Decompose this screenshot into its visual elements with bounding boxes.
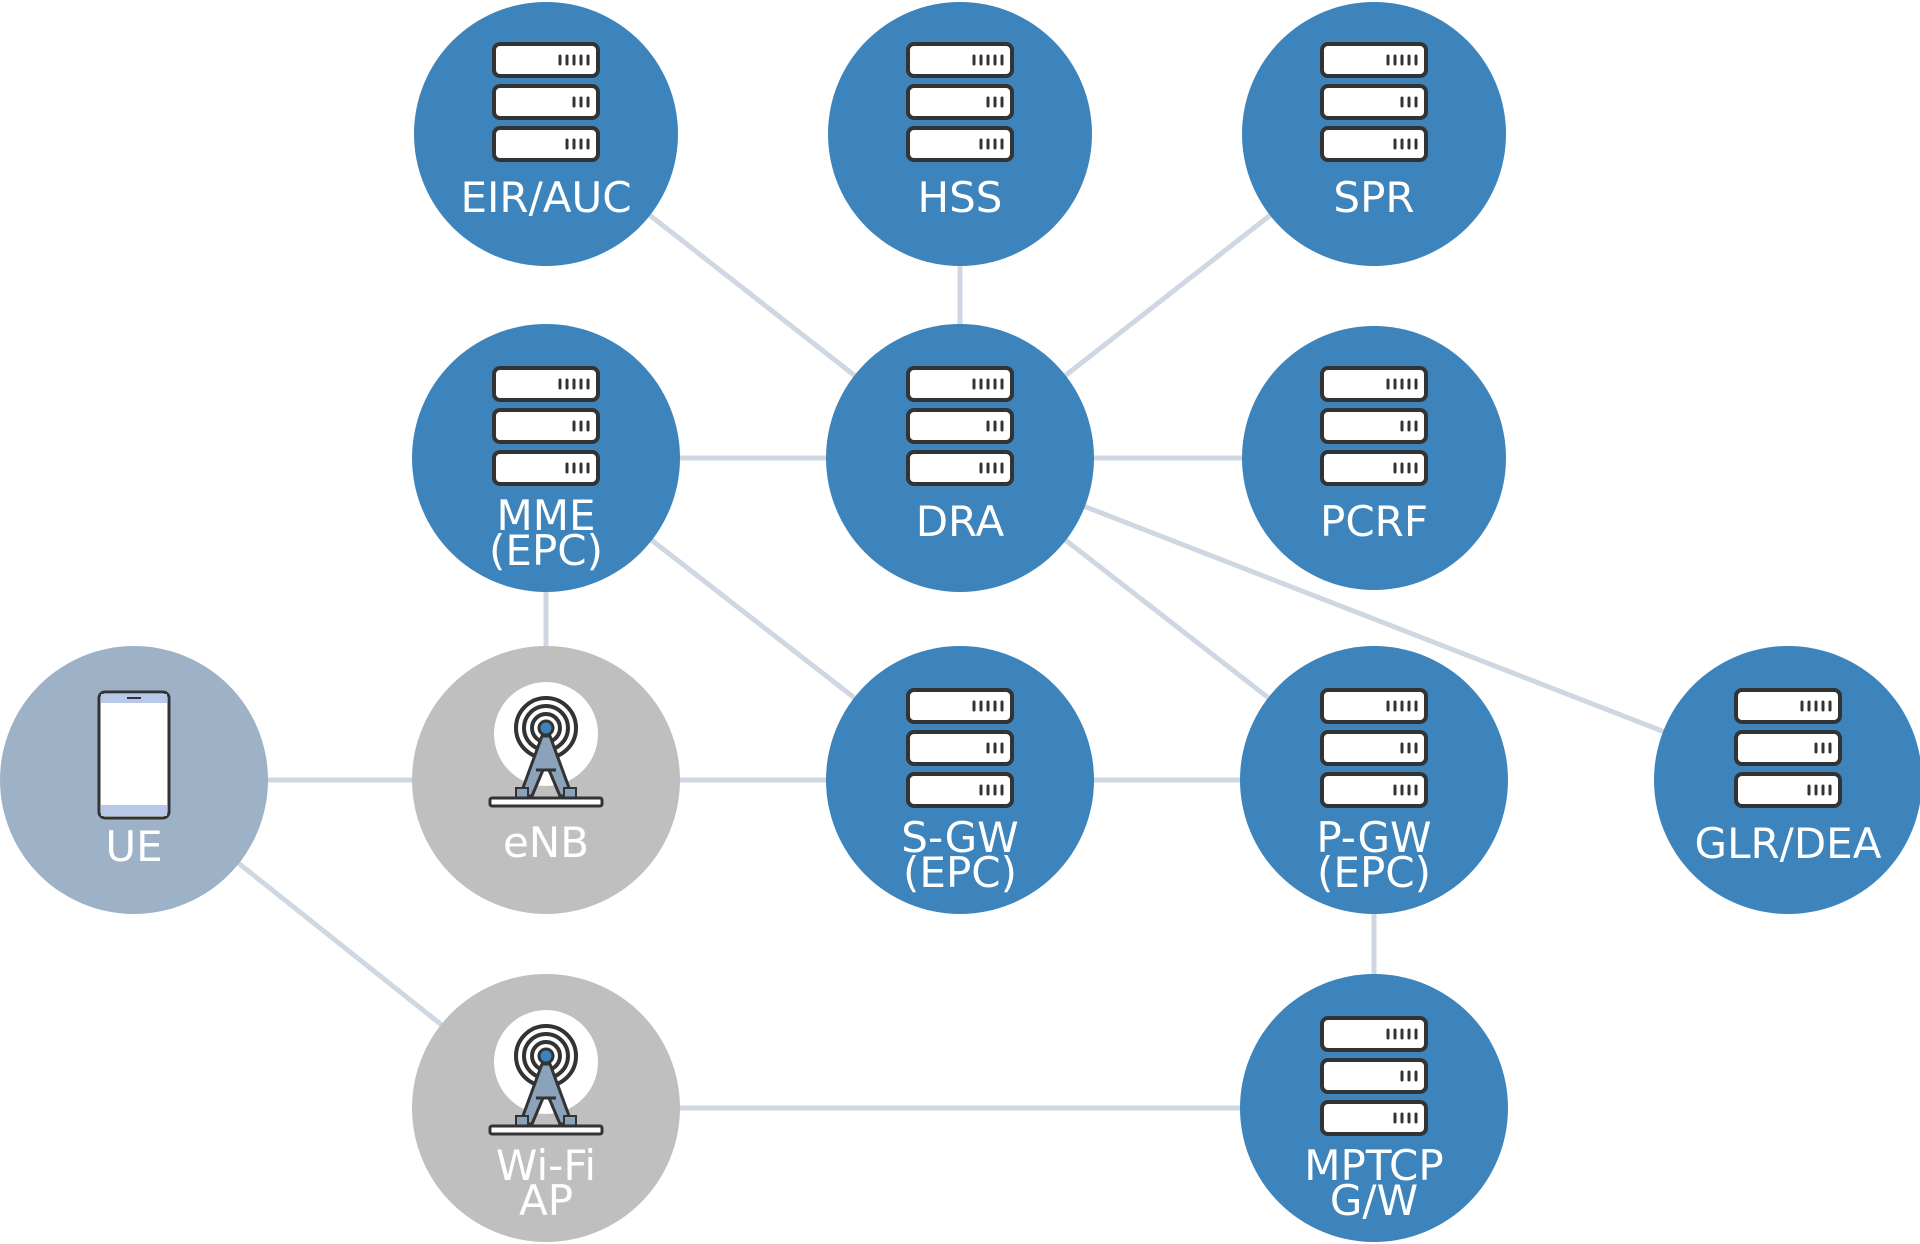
- node-label: AP: [519, 1176, 573, 1225]
- node-label: EIR/AUC: [460, 173, 631, 222]
- smartphone-icon: [97, 690, 171, 820]
- node-label: S-GW: [901, 813, 1018, 862]
- node-hss: HSS: [828, 2, 1092, 266]
- server-rack-icon: [1320, 1016, 1428, 1136]
- node-label: PCRF: [1320, 497, 1428, 546]
- node-label: DRA: [916, 497, 1005, 546]
- server-rack-icon: [1320, 42, 1428, 162]
- edge-dra-glr-dea: [957, 455, 1791, 783]
- connection-lines: [131, 131, 1791, 1111]
- server-rack-icon: [906, 42, 1014, 162]
- node-label: (EPC): [903, 848, 1017, 897]
- node-enb: eNB: [412, 646, 680, 914]
- node-dra: DRA: [826, 324, 1094, 592]
- node-label: (EPC): [1317, 848, 1431, 897]
- node-mme: MME(EPC): [412, 324, 680, 592]
- server-rack-icon: [1320, 366, 1428, 486]
- node-label: SPR: [1333, 173, 1414, 222]
- server-rack-icon: [906, 366, 1014, 486]
- node-label: UE: [105, 822, 162, 871]
- node-p-gw: P-GW(EPC): [1240, 646, 1508, 914]
- node-label: P-GW: [1316, 813, 1431, 862]
- server-rack-icon: [1734, 688, 1842, 808]
- node-label: eNB: [503, 818, 589, 867]
- node-ue: UE: [0, 646, 268, 914]
- node-pcrf: PCRF: [1242, 326, 1506, 590]
- node-spr: SPR: [1242, 2, 1506, 266]
- server-rack-icon: [492, 42, 600, 162]
- server-rack-icon: [492, 366, 600, 486]
- node-label: G/W: [1330, 1176, 1418, 1225]
- server-rack-icon: [1320, 688, 1428, 808]
- node-label: MME: [496, 491, 595, 540]
- server-rack-icon: [906, 688, 1014, 808]
- node-eir-auc: EIR/AUC: [414, 2, 678, 266]
- node-s-gw: S-GW(EPC): [826, 646, 1094, 914]
- node-label: Wi-Fi: [496, 1141, 596, 1190]
- node-label: MPTCP: [1304, 1141, 1443, 1190]
- node-glr-dea: GLR/DEA: [1654, 646, 1920, 914]
- node-label: GLR/DEA: [1695, 819, 1882, 868]
- node-label: (EPC): [489, 526, 603, 575]
- node-label: HSS: [918, 173, 1003, 222]
